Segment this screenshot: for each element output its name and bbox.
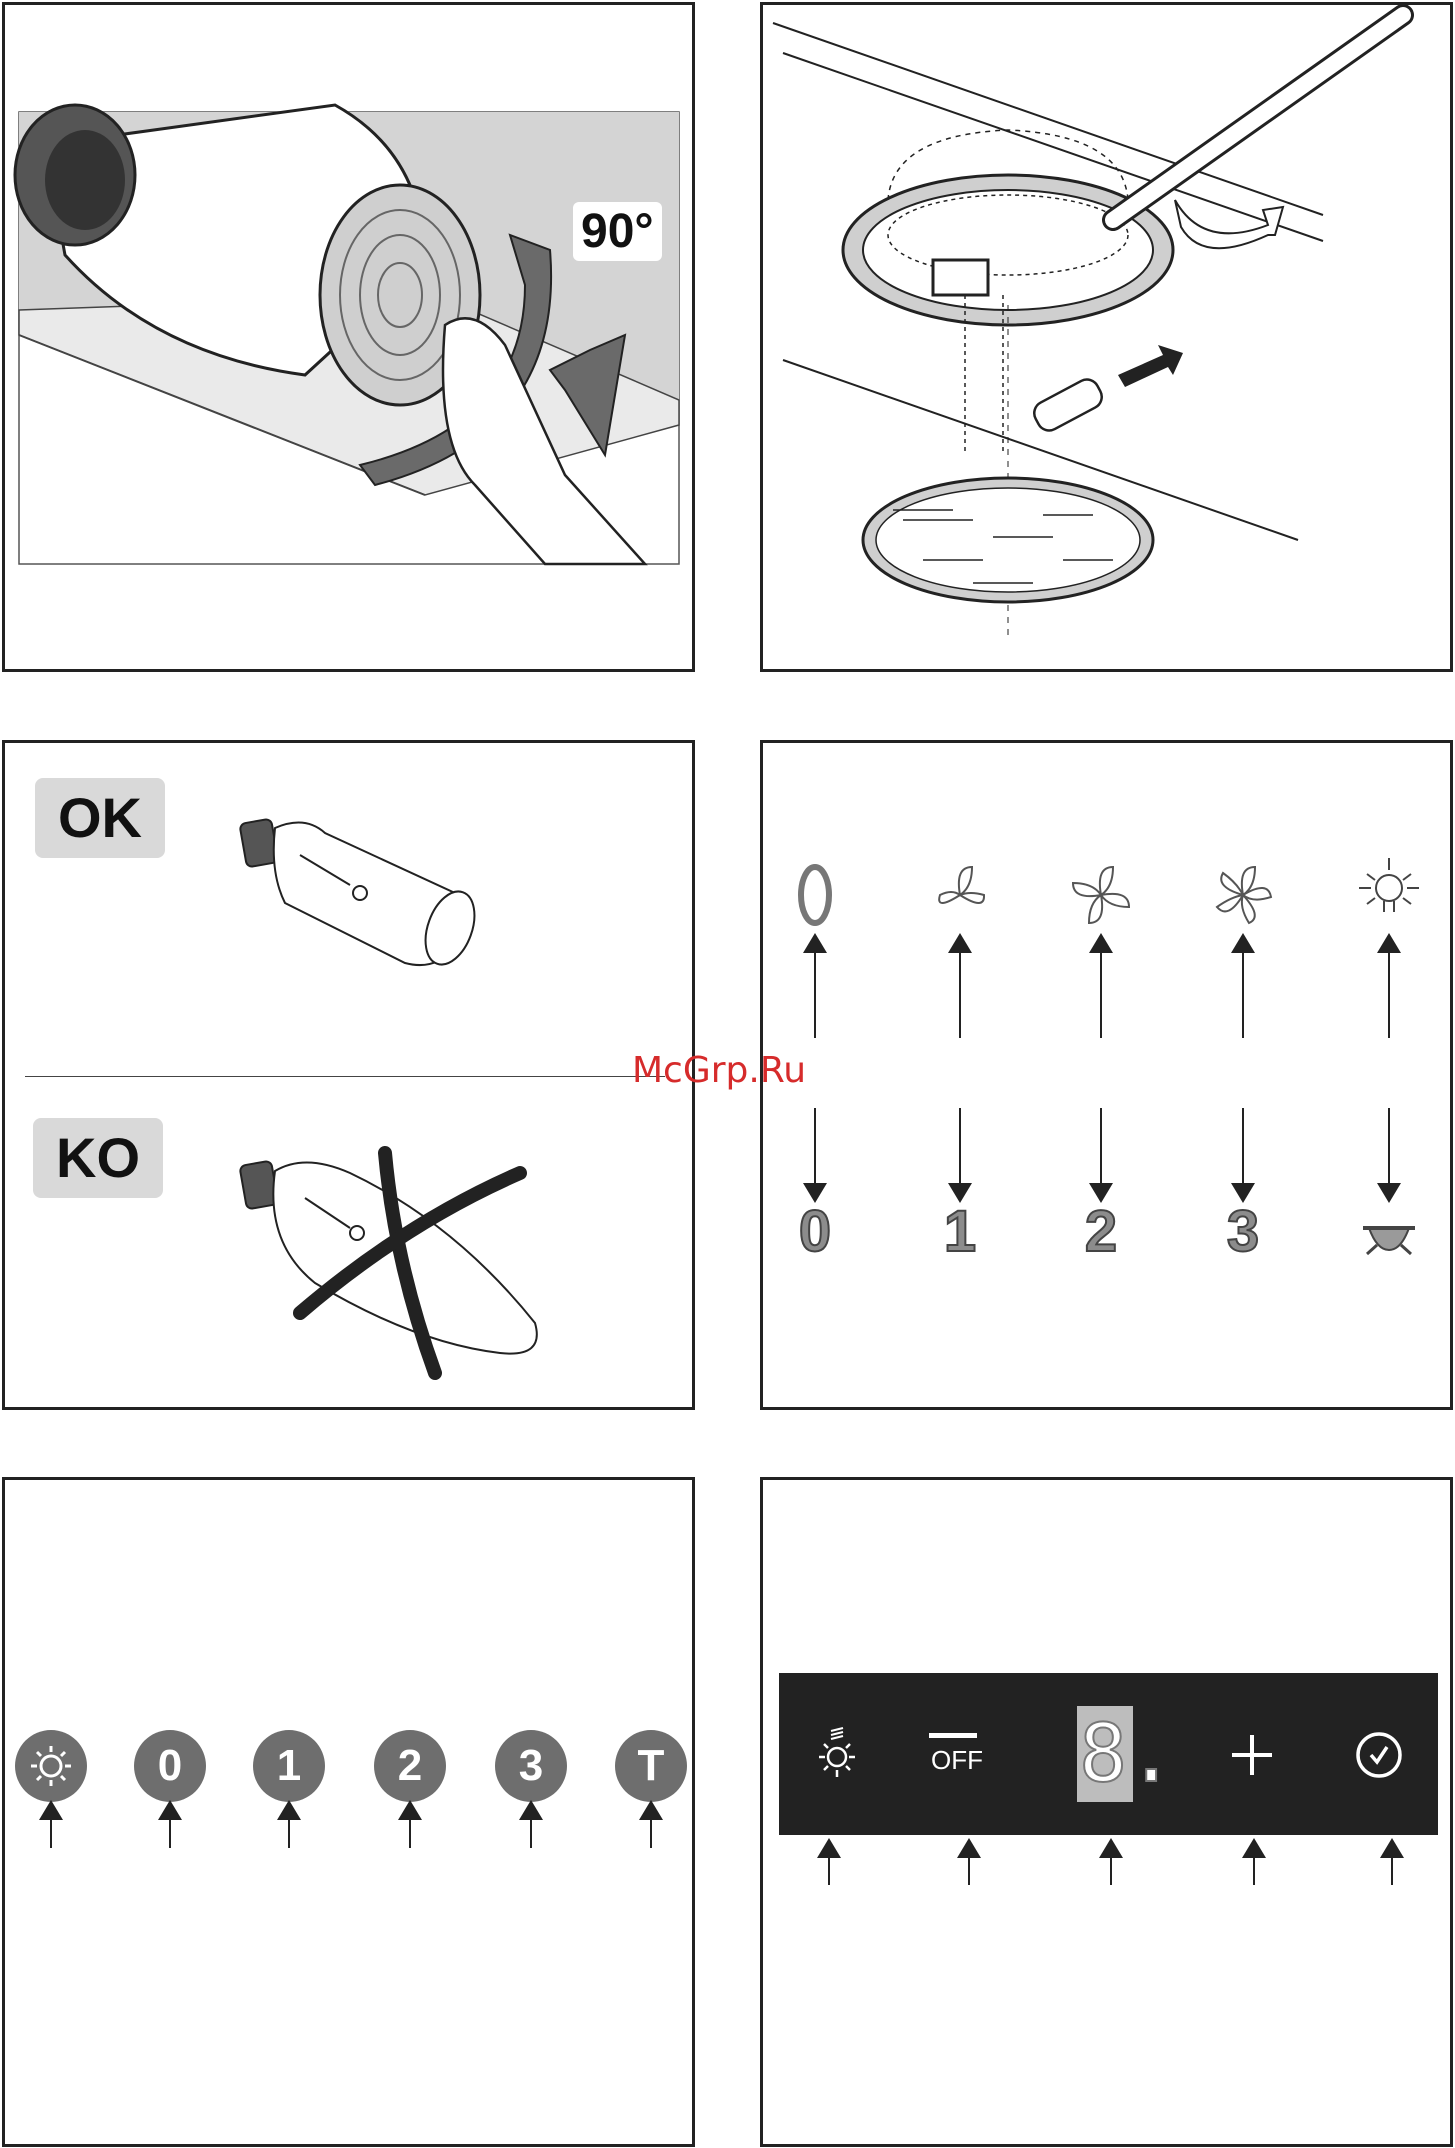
speed-0-button[interactable]: 0	[134, 1730, 206, 1802]
panel-remove-ring	[760, 2, 1453, 672]
tubular-bulb-icon	[239, 819, 483, 972]
speed-2-button[interactable]: 2	[374, 1730, 446, 1802]
panel-button-row: 0 1 2 3 T	[2, 1477, 695, 2147]
symbol-mapping-graphic	[763, 743, 1453, 1410]
speed-3-button[interactable]: 3	[495, 1730, 567, 1802]
halogen-bulb-icon	[1030, 375, 1106, 434]
bulb-illustrations	[5, 743, 695, 1410]
screwdriver-icon	[1113, 15, 1403, 220]
light-bulb-icon	[1359, 858, 1419, 912]
button-arrows	[5, 1480, 695, 2147]
timer-button[interactable]: T	[615, 1730, 687, 1802]
fan-speed-1-icon	[939, 867, 984, 903]
plus-button[interactable]	[1222, 1725, 1282, 1785]
insert-arrow-icon	[1118, 345, 1183, 387]
control-bar: OFF 8.	[779, 1673, 1438, 1835]
indicator-0: 0	[780, 1198, 850, 1265]
speed-1-button[interactable]: 1	[253, 1730, 325, 1802]
light-icon	[15, 1730, 87, 1802]
lamp-indicator-icon	[1363, 1228, 1415, 1254]
remove-ring-illustration	[763, 5, 1453, 672]
fan-speed-2-icon	[1073, 867, 1129, 923]
timer-touch-button[interactable]	[1349, 1725, 1409, 1785]
panel-touch-control: OFF 8.	[760, 1477, 1453, 2147]
indicator-3: 3	[1208, 1198, 1278, 1265]
angle-label: 90°	[573, 202, 662, 261]
panel-bulb-type: OK KO	[2, 740, 695, 1410]
fan-speed-3-icon	[1217, 867, 1271, 923]
panel-rotate-cover: 90°	[2, 2, 695, 672]
light-button[interactable]	[15, 1730, 87, 1802]
panel-symbol-mapping: 0 1 2 3	[760, 740, 1453, 1410]
indicator-2: 2	[1066, 1198, 1136, 1265]
watermark: McGrp.Ru	[632, 1050, 806, 1091]
display-digit: 8.	[1079, 1706, 1175, 1802]
off-button[interactable]: OFF	[931, 1745, 983, 1776]
rotate-cover-illustration	[5, 5, 695, 672]
digit-display: 8.	[1077, 1706, 1133, 1802]
off-bar-icon	[929, 1733, 977, 1738]
zero-symbol-icon	[801, 867, 829, 923]
indicator-1: 1	[925, 1198, 995, 1265]
light-touch-button[interactable]	[807, 1723, 867, 1783]
